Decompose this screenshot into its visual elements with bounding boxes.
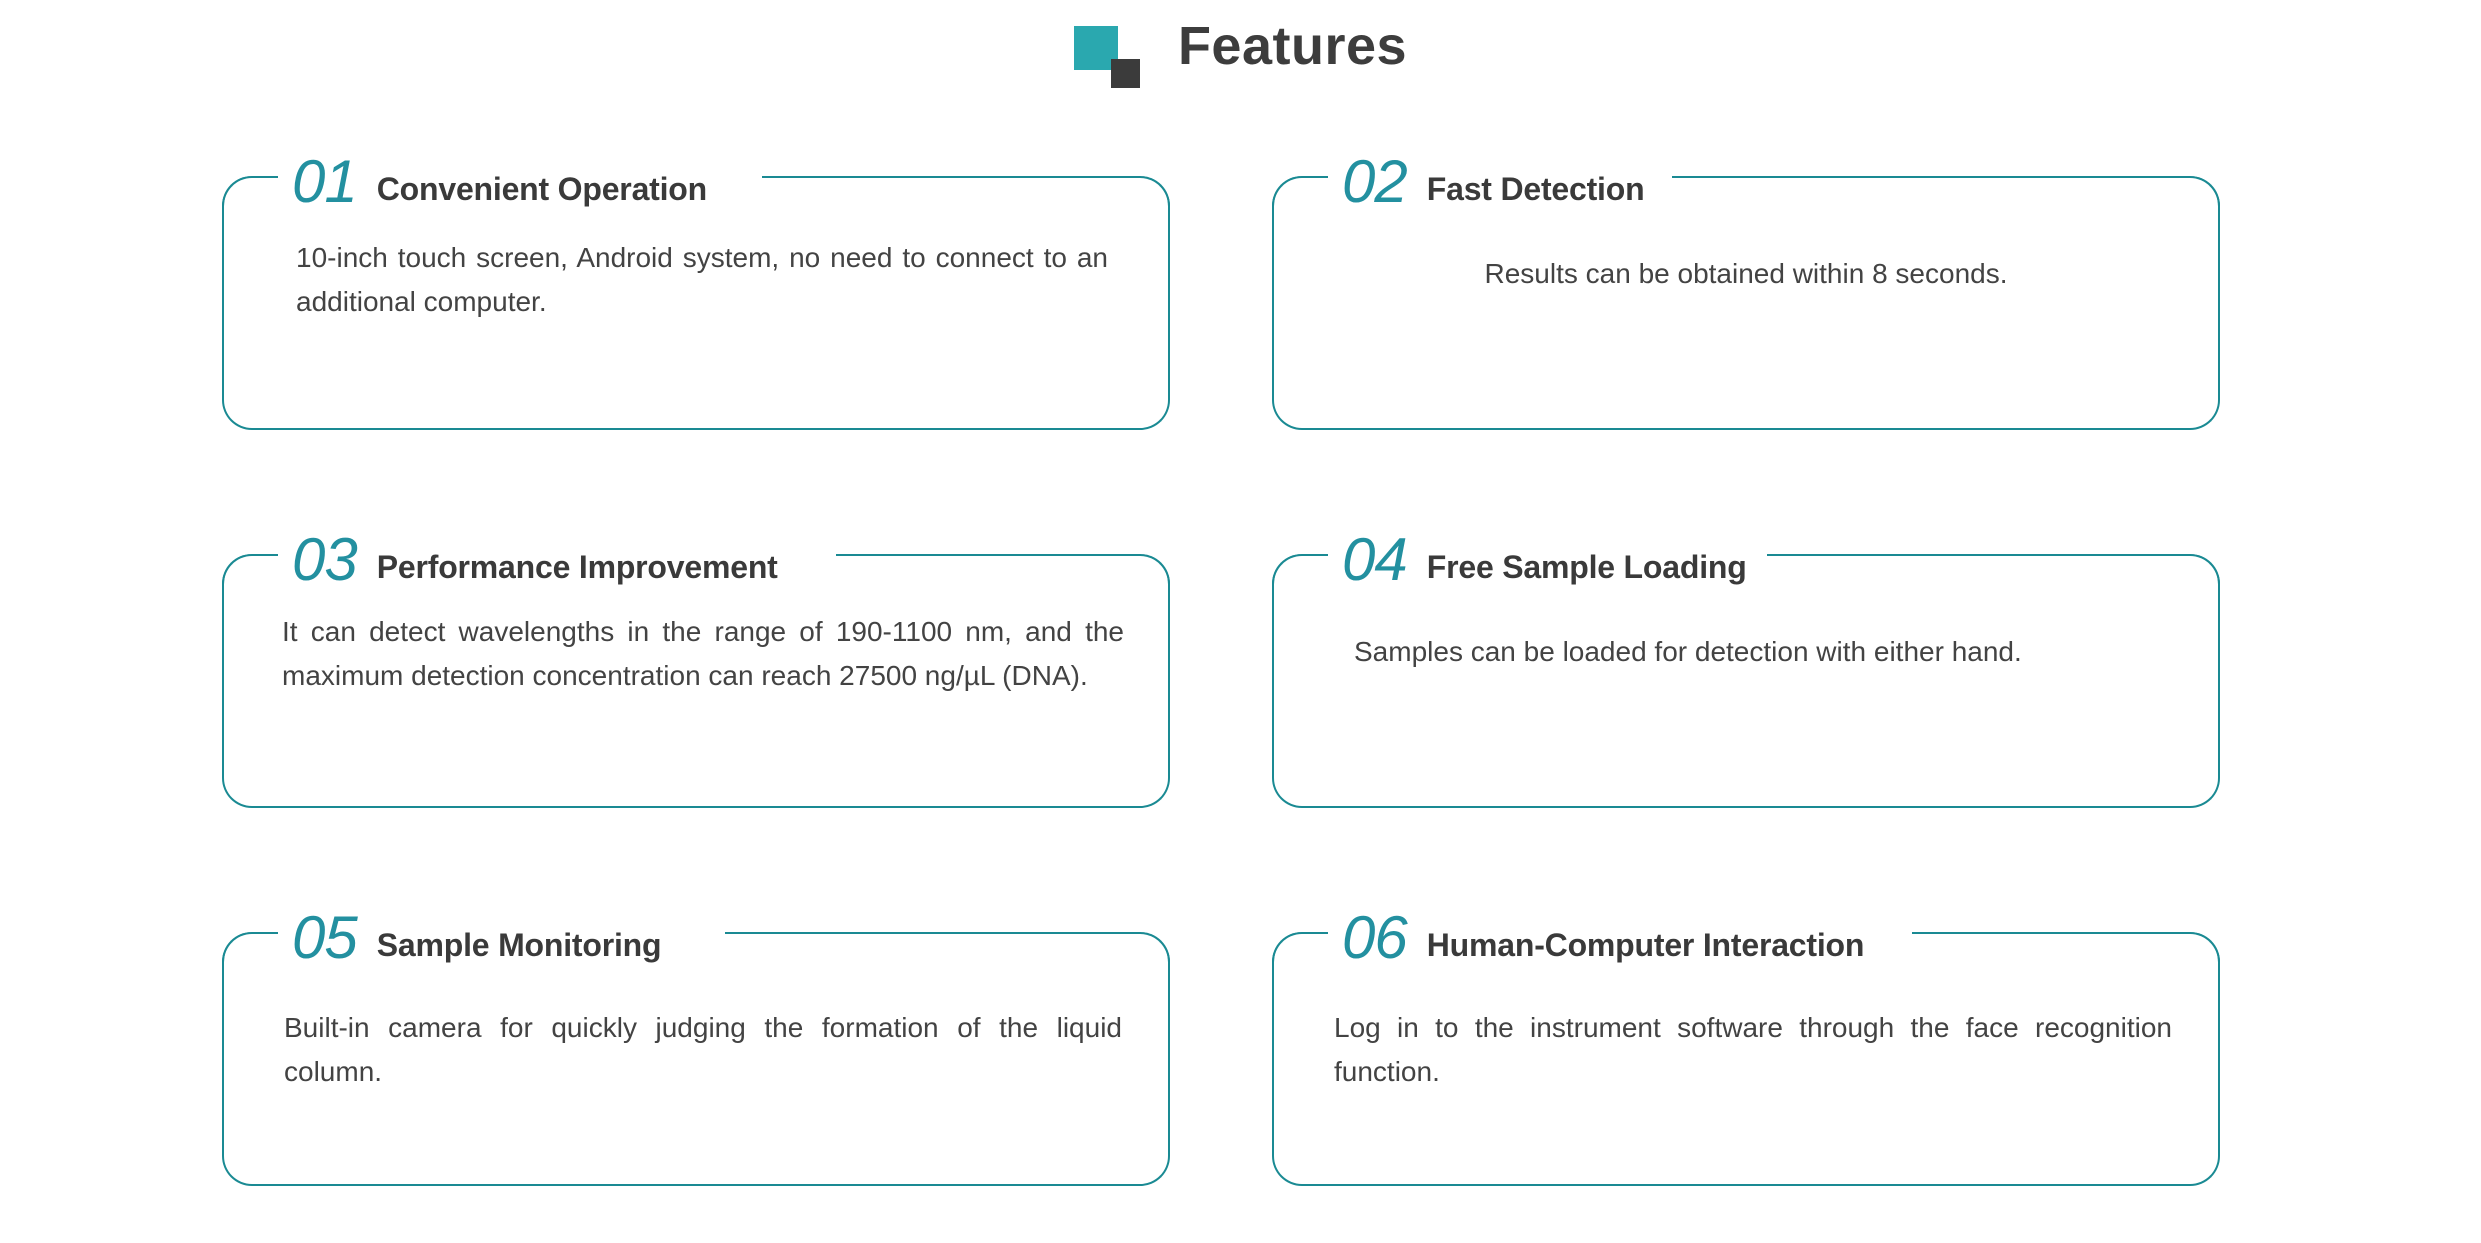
card-number: 05 [292,904,358,971]
card-title: Sample Monitoring [376,927,662,963]
card-body-text: Built-in camera for quickly judging the … [284,1012,1122,1088]
brand-logo [1073,14,1144,88]
card-frame-top-left [1272,176,1328,206]
feature-card-04: 04 Free Sample Loading Samples can be lo… [1272,528,2220,808]
card-frame-top-right [1672,176,2220,206]
card-frame-top-right [1912,932,2220,962]
card-heading: 05 Sample Monitoring [278,904,678,971]
card-title: Fast Detection [1426,171,1645,207]
card-number: 04 [1342,526,1408,593]
feature-card-03: 03 Performance Improvement It can detect… [222,528,1170,808]
feature-card-06: 06 Human-Computer Interaction Log in to … [1272,906,2220,1186]
feature-card-grid: 01 Convenient Operation 10-inch touch sc… [222,150,2262,1186]
card-heading: 03 Performance Improvement [278,526,794,593]
card-frame-top-left [1272,932,1328,962]
card-body-text: It can detect wavelengths in the range o… [282,616,1124,692]
card-title: Free Sample Loading [1426,549,1747,585]
card-heading: 01 Convenient Operation [278,148,724,215]
card-frame-top-right [725,932,1170,962]
card-heading: 04 Free Sample Loading [1328,526,1763,593]
card-body-text: Log in to the instrument software throug… [1334,1012,2172,1088]
card-number: 02 [1342,148,1408,215]
page-title: Features [1177,16,1408,76]
card-title: Performance Improvement [376,549,778,585]
card-body-text: Samples can be loaded for detection with… [1354,636,2022,667]
card-number: 06 [1342,904,1408,971]
feature-card-01: 01 Convenient Operation 10-inch touch sc… [222,150,1170,430]
card-heading: 06 Human-Computer Interaction [1328,904,1881,971]
card-frame-top-left [222,932,278,962]
card-frame-top-left [1272,554,1328,584]
card-frame [1272,554,2220,808]
card-frame-top-right [1767,554,2220,584]
card-body-text: Results can be obtained within 8 seconds… [1484,258,2008,289]
square-teal-icon [1073,26,1118,70]
card-title: Human-Computer Interaction [1426,927,1865,963]
feature-card-05: 05 Sample Monitoring Built-in camera for… [222,906,1170,1186]
card-frame-top-right [762,176,1170,206]
card-body-text: 10-inch touch screen, Android system, no… [296,242,1108,318]
card-frame-top-right [836,554,1170,584]
card-heading: 02 Fast Detection [1328,148,1661,215]
square-dark-icon [1110,59,1140,88]
card-frame-top-left [222,176,278,206]
card-number: 03 [292,526,358,593]
card-frame [1272,176,2220,430]
card-number: 01 [292,148,358,215]
page-header: Features [0,0,2481,92]
card-title: Convenient Operation [376,171,708,207]
feature-card-02: 02 Fast Detection Results can be obtaine… [1272,150,2220,430]
card-frame-top-left [222,554,278,584]
